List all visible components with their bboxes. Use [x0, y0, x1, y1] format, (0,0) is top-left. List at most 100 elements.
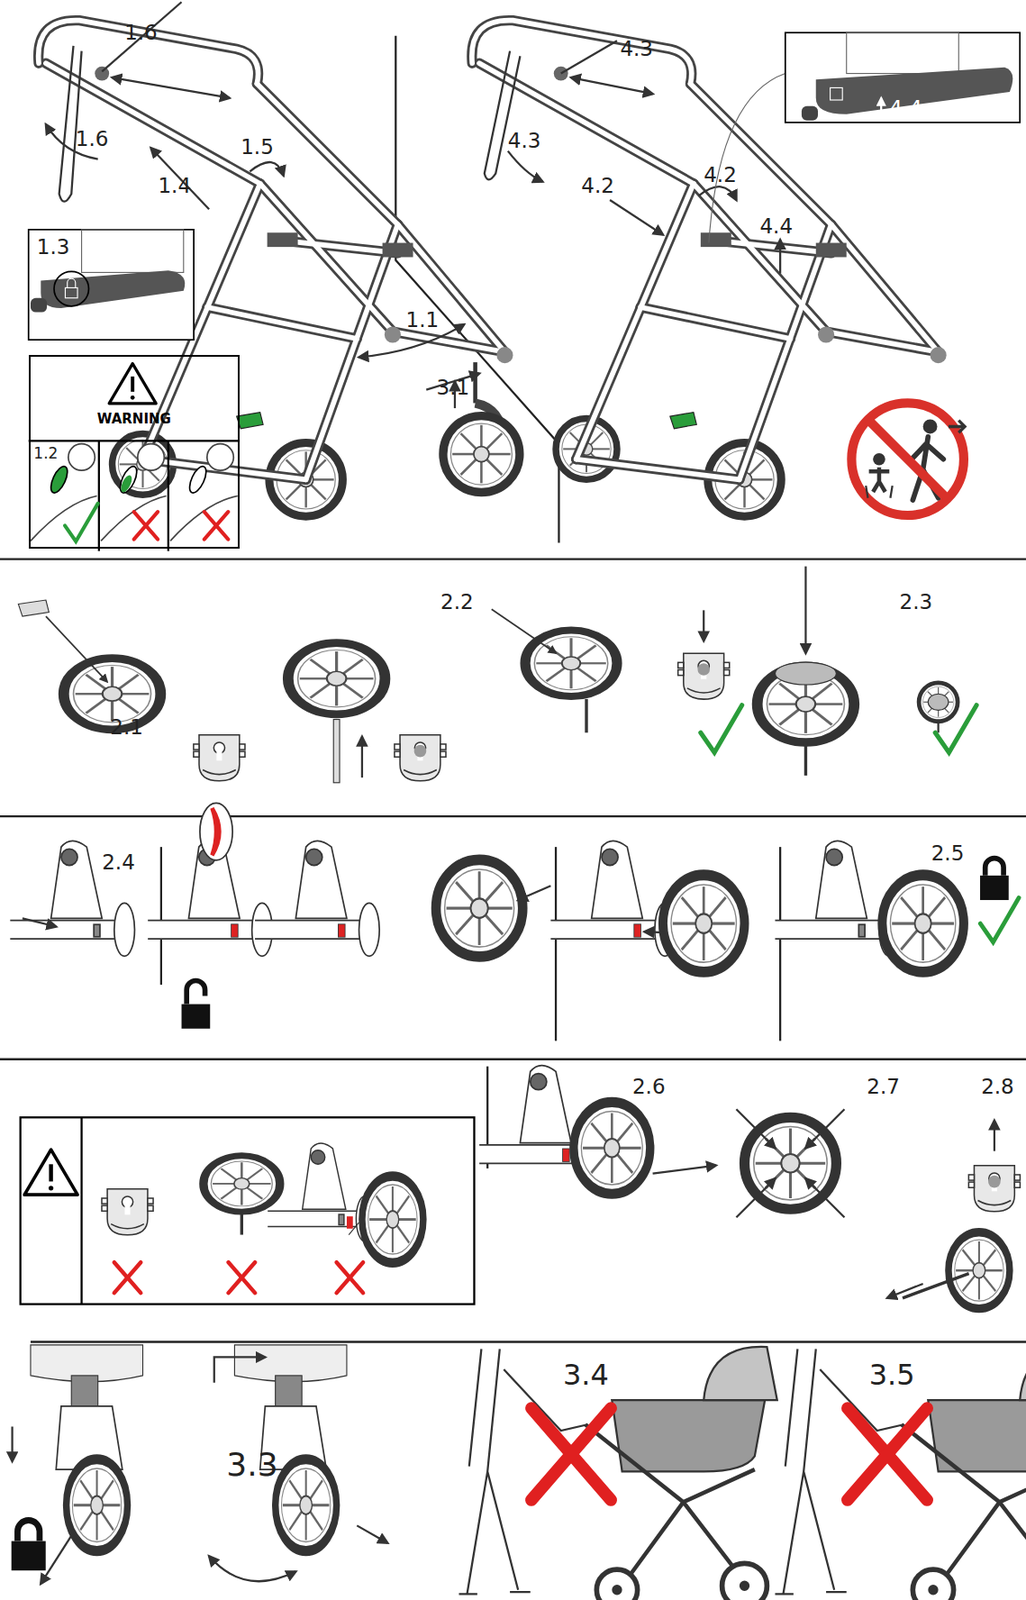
- swivel-wheel: [66, 1459, 128, 1552]
- front-wheel: [472, 362, 478, 403]
- prohibition-sign: [865, 485, 892, 499]
- warning-panel: [108, 363, 156, 404]
- swivel-wheel: [208, 1555, 296, 1581]
- axle-mount: [881, 874, 964, 972]
- callout-number: 1.5: [240, 136, 274, 158]
- wheel-assembly: [700, 705, 743, 754]
- prohibition-sign: [851, 402, 965, 516]
- detail-inset: [81, 229, 184, 273]
- wheel-assembly: [525, 629, 618, 697]
- wheel-removal: [735, 1108, 845, 1217]
- axle-mount: [9, 802, 1019, 1028]
- warning-panel: [167, 440, 170, 551]
- swivel-wheel: [10, 1426, 13, 1462]
- wheel-assembly: [491, 608, 556, 654]
- axle-mount: [338, 924, 346, 937]
- motion-arrow: [508, 40, 786, 273]
- warning-panel: [24, 1149, 78, 1195]
- warning-panel: [28, 363, 240, 552]
- wheel-removal: [805, 1178, 845, 1217]
- swivel-wheel: [214, 1356, 266, 1382]
- stroller-frame: [670, 412, 697, 429]
- warning-panel: [362, 1175, 424, 1263]
- swivel-wheel: [11, 1519, 46, 1571]
- detail-inset: [28, 229, 194, 340]
- stroller-frame: [817, 326, 835, 343]
- warning-panel: [101, 1189, 154, 1235]
- callout-number: 1.3: [36, 236, 71, 258]
- axle-mount: [9, 840, 135, 956]
- wheel-assembly: [918, 682, 958, 722]
- warning-panel: [228, 1262, 255, 1293]
- callout-number: 3.1: [436, 377, 471, 399]
- warning-panel: [28, 439, 240, 442]
- wheel-removal: [993, 1120, 996, 1152]
- wheel-assembly: [678, 653, 730, 700]
- warning-panel: [204, 511, 228, 540]
- callout-number: 1.6: [124, 22, 158, 44]
- separator-line: [779, 846, 781, 1041]
- callout-number: 2.8: [980, 1076, 1015, 1098]
- stroller-frame: [930, 346, 947, 364]
- prohibition-sign: [868, 419, 948, 500]
- wheel-assembly: [927, 693, 949, 710]
- warning-box: WARNING: [28, 354, 240, 549]
- axle-mount: [980, 858, 1009, 900]
- detail-inset: [40, 270, 185, 309]
- callout-number: 4,4: [889, 98, 923, 119]
- detail-inset: [54, 271, 89, 307]
- callout-number: 1.4: [157, 175, 191, 197]
- pram-usage: [774, 1346, 1026, 1600]
- warning-panel: [80, 1116, 82, 1304]
- axle-mount: [231, 924, 238, 937]
- wheel-assembly: [804, 566, 807, 654]
- detail-inset: [785, 32, 1020, 123]
- wheel-removal: [805, 1108, 845, 1148]
- separator-line: [0, 558, 1026, 561]
- wheel-assembly: [45, 616, 108, 681]
- wheel-assembly: [804, 743, 808, 776]
- wheel-assembly: [936, 719, 939, 734]
- callout-number: 2.2: [440, 591, 474, 613]
- warning-panel: [47, 463, 72, 495]
- warning-panel: [100, 495, 166, 541]
- motion-arrow: [45, 1, 480, 409]
- warning-panel: [68, 444, 95, 471]
- warning-heading: WARNING: [30, 410, 238, 427]
- motion-arrow: [112, 77, 230, 99]
- wheel-removal: [479, 1065, 1020, 1309]
- swivel-wheel: [275, 1459, 337, 1552]
- wheel-removal: [573, 1101, 651, 1194]
- stroller-frame: [94, 66, 109, 82]
- swivel-wheel: [11, 1344, 389, 1584]
- axle-mount: [980, 898, 1019, 943]
- wheel-removal: [735, 1178, 775, 1217]
- callout-number: 1.6: [75, 128, 109, 150]
- wheel-assembly: [414, 744, 427, 758]
- detail-inset: [785, 32, 1020, 123]
- detail-inset: [880, 98, 882, 113]
- prohibition-sign: [869, 467, 890, 492]
- pram-usage: [458, 1346, 1026, 1600]
- separator-line: [0, 1058, 1026, 1061]
- axle-mount: [662, 874, 745, 972]
- wheel-assembly: [18, 599, 49, 617]
- wheel-assembly: [18, 566, 977, 783]
- warning-panel: [30, 495, 98, 541]
- prohibition-sign: [851, 402, 964, 516]
- wheel-assembly: [702, 609, 705, 641]
- callout-number: 2.1: [109, 717, 144, 738]
- motion-arrow: [508, 151, 543, 182]
- warning-panel: [186, 463, 210, 495]
- axle-mount: [181, 980, 211, 1029]
- wheel-removal: [735, 1108, 775, 1148]
- callout-number: 4.4: [759, 216, 793, 237]
- separator-line: [160, 846, 163, 985]
- wheel-assembly: [333, 719, 340, 783]
- callout-number: 3.4: [562, 1360, 609, 1390]
- warning-panel: [207, 444, 234, 471]
- callout-number: 1.2: [33, 445, 58, 462]
